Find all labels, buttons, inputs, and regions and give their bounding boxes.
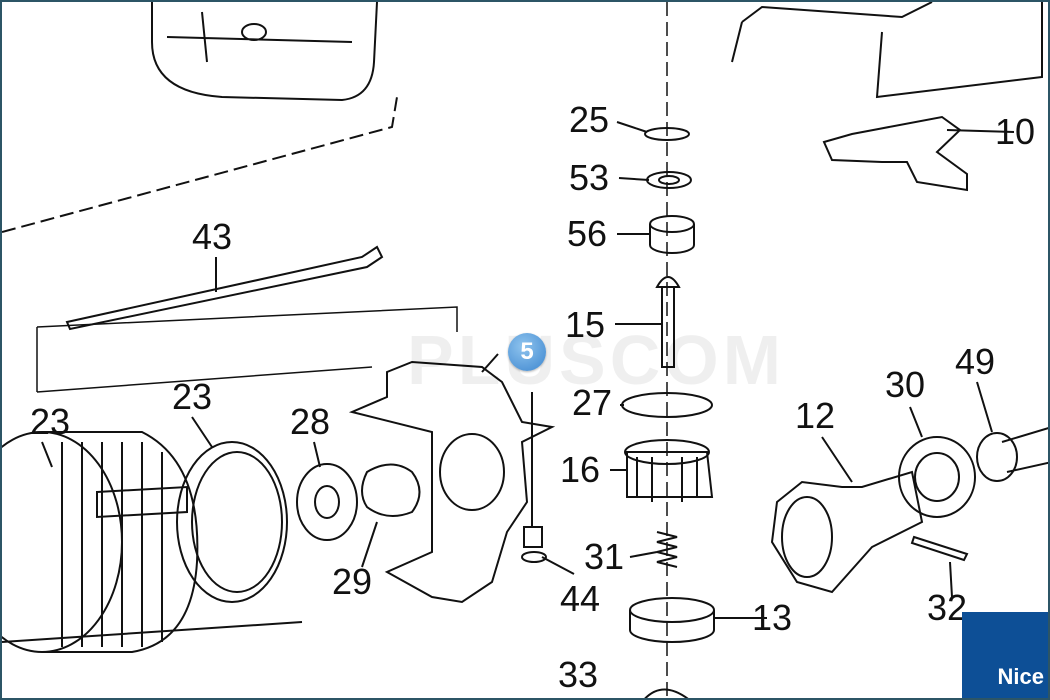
part-12 (770, 470, 924, 594)
part-label[interactable]: 29 (331, 561, 373, 602)
part-16 (626, 451, 714, 498)
part-label[interactable]: 53 (568, 157, 610, 198)
part-10 (822, 115, 968, 192)
part-label[interactable]: 10 (994, 111, 1036, 152)
part-label[interactable]: 23 (171, 376, 213, 417)
bracket-top-right (731, 2, 1043, 99)
housing-top (151, 2, 378, 102)
highlighted-part-badge[interactable]: 5 (508, 333, 546, 371)
part-56 (649, 215, 695, 233)
part-28 (296, 463, 358, 541)
part-25 (644, 127, 690, 141)
part-label[interactable]: 43 (191, 216, 233, 257)
part-53 (658, 175, 680, 185)
part-label[interactable]: 25 (568, 99, 610, 140)
part-13 (629, 597, 715, 623)
part-30 (898, 436, 976, 518)
part-44 (521, 392, 548, 563)
part-15 (655, 276, 681, 368)
part-label[interactable]: 32 (926, 587, 968, 628)
part-label[interactable]: 27 (571, 382, 613, 423)
part-label[interactable]: 16 (559, 449, 601, 490)
part-label[interactable]: 44 (559, 578, 601, 619)
part-29 (361, 463, 421, 517)
part-49 (976, 432, 1018, 482)
part-5-housing (348, 360, 556, 604)
part-label[interactable]: 30 (884, 364, 926, 405)
watermark: PLUSCOM (407, 321, 785, 399)
part-32 (910, 535, 969, 562)
part-label[interactable]: 56 (566, 213, 608, 254)
part-label[interactable]: 49 (954, 341, 996, 382)
part-23-ring (176, 441, 288, 603)
part-label[interactable]: 28 (289, 401, 331, 442)
part-label[interactable]: 12 (794, 395, 836, 436)
part-label[interactable]: 13 (751, 597, 793, 638)
part-label[interactable]: 31 (583, 536, 625, 577)
part-label[interactable]: 15 (564, 304, 606, 345)
part-43 (65, 245, 384, 331)
part-31 (656, 531, 678, 568)
part-label[interactable]: 23 (29, 401, 71, 442)
part-33 (644, 688, 689, 698)
part-label[interactable]: 33 (557, 654, 599, 695)
brand-logo: Nice (962, 612, 1048, 698)
